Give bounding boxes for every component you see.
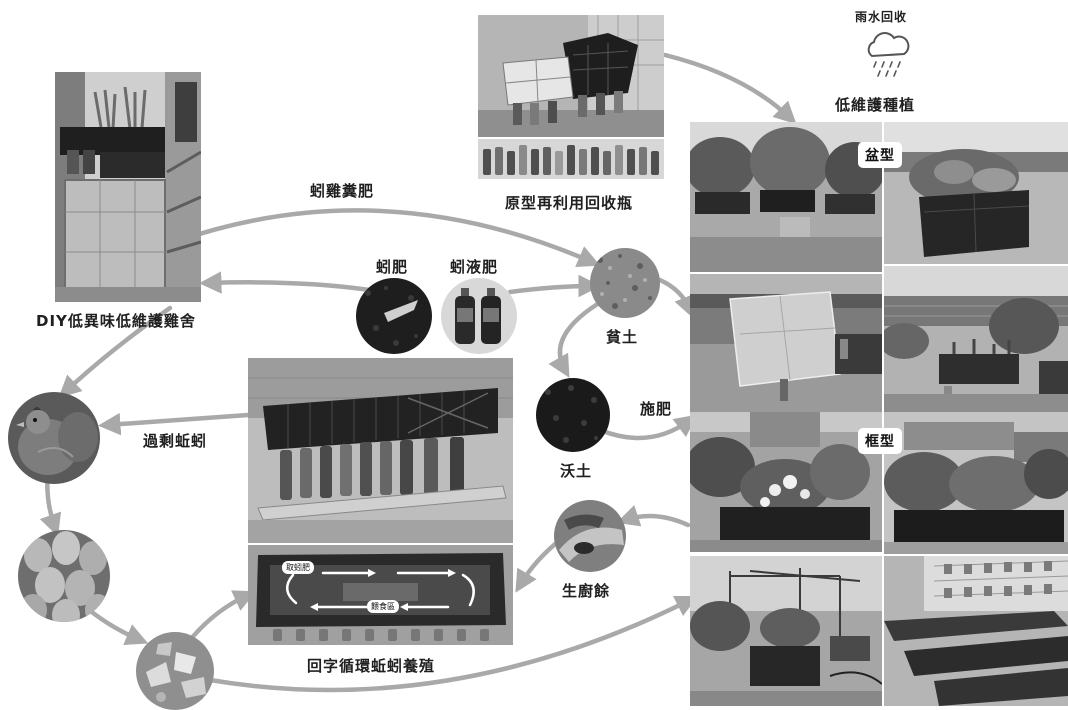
arrow-coop-to-chicken xyxy=(58,305,173,399)
loop-system-photo xyxy=(248,545,513,645)
recycled-bottles-strip xyxy=(478,139,664,179)
planting-photo-pot-type xyxy=(884,122,1068,264)
worm-compost-label: 蚓肥 xyxy=(376,258,409,276)
kitchen-scraps-label: 生廚餘 xyxy=(562,582,611,600)
poor-soil-label: 貧土 xyxy=(606,328,639,346)
bottle-prototype-photo xyxy=(478,15,664,137)
worm-liquid-photo xyxy=(441,278,517,354)
kitchen-scraps-photo xyxy=(554,500,626,572)
rich-soil-label: 沃土 xyxy=(560,462,593,480)
low-maintenance-planting-label: 低維護種植 xyxy=(835,96,916,114)
arrow-planting-to-scraps xyxy=(616,505,691,528)
loop-tag-worm-zone: 取蚓肥 xyxy=(282,561,314,574)
arrow-bottles-to-planting xyxy=(662,52,797,125)
pot-type-tag: 盆型 xyxy=(858,142,902,168)
worm-liquid-label: 蚓液肥 xyxy=(450,258,499,276)
arrow-liquid-to-poorsoil xyxy=(507,274,601,298)
loop-system-label: 回字循環蚯蚓養殖 xyxy=(307,657,436,675)
vermiculture-rack-photo xyxy=(248,358,513,543)
arrow-vermi-to-coop xyxy=(199,271,373,294)
arrow-poorsoil-to-richsoil xyxy=(548,297,607,378)
planting-photo-raised-beds xyxy=(884,556,1068,706)
arrow-poorsoil-to-planting xyxy=(657,277,696,319)
rich-soil-photo xyxy=(536,378,610,452)
coop-label: DIY低異味低維護雞舍 xyxy=(36,312,196,330)
arrow-richsoil-to-planting xyxy=(597,414,698,441)
poor-soil-photo xyxy=(590,248,660,318)
planting-photo-rooftop-pots xyxy=(690,122,882,272)
arrow-coop-to-poorsoil xyxy=(172,208,601,267)
eggs-photo xyxy=(18,530,110,622)
planting-photo-rooftop-seedlings xyxy=(884,266,1068,412)
excess-worms-label: 過剩蚯蚓 xyxy=(143,432,208,450)
rain-recovery-label: 雨水回收 xyxy=(855,10,908,24)
arrow-scraps-to-loop xyxy=(515,537,563,593)
coop-photo xyxy=(55,72,201,302)
arrow-loop-to-chicken xyxy=(98,412,251,436)
loop-tag-feed-zone: 餵食區 xyxy=(367,600,399,613)
chicken-photo xyxy=(8,392,100,484)
planting-photo-trellis xyxy=(690,556,882,706)
worm-chicken-manure-label: 蚓雞糞肥 xyxy=(310,182,375,200)
frame-type-tag: 框型 xyxy=(858,428,902,454)
arrow-shells-to-planting xyxy=(207,595,699,693)
rain-cloud-icon xyxy=(862,30,912,82)
planting-photo-flowers-frame xyxy=(690,412,882,552)
worm-compost-photo xyxy=(356,278,432,354)
bottle-prototype-label: 原型再利用回收瓶 xyxy=(505,194,634,212)
planting-photo-frame-type xyxy=(884,412,1068,554)
eggshells-photo xyxy=(136,632,214,710)
planting-photo-greenhouse-box xyxy=(690,274,882,412)
arrow-shells-to-loop xyxy=(187,590,257,643)
fertilize-label: 施肥 xyxy=(640,400,673,418)
